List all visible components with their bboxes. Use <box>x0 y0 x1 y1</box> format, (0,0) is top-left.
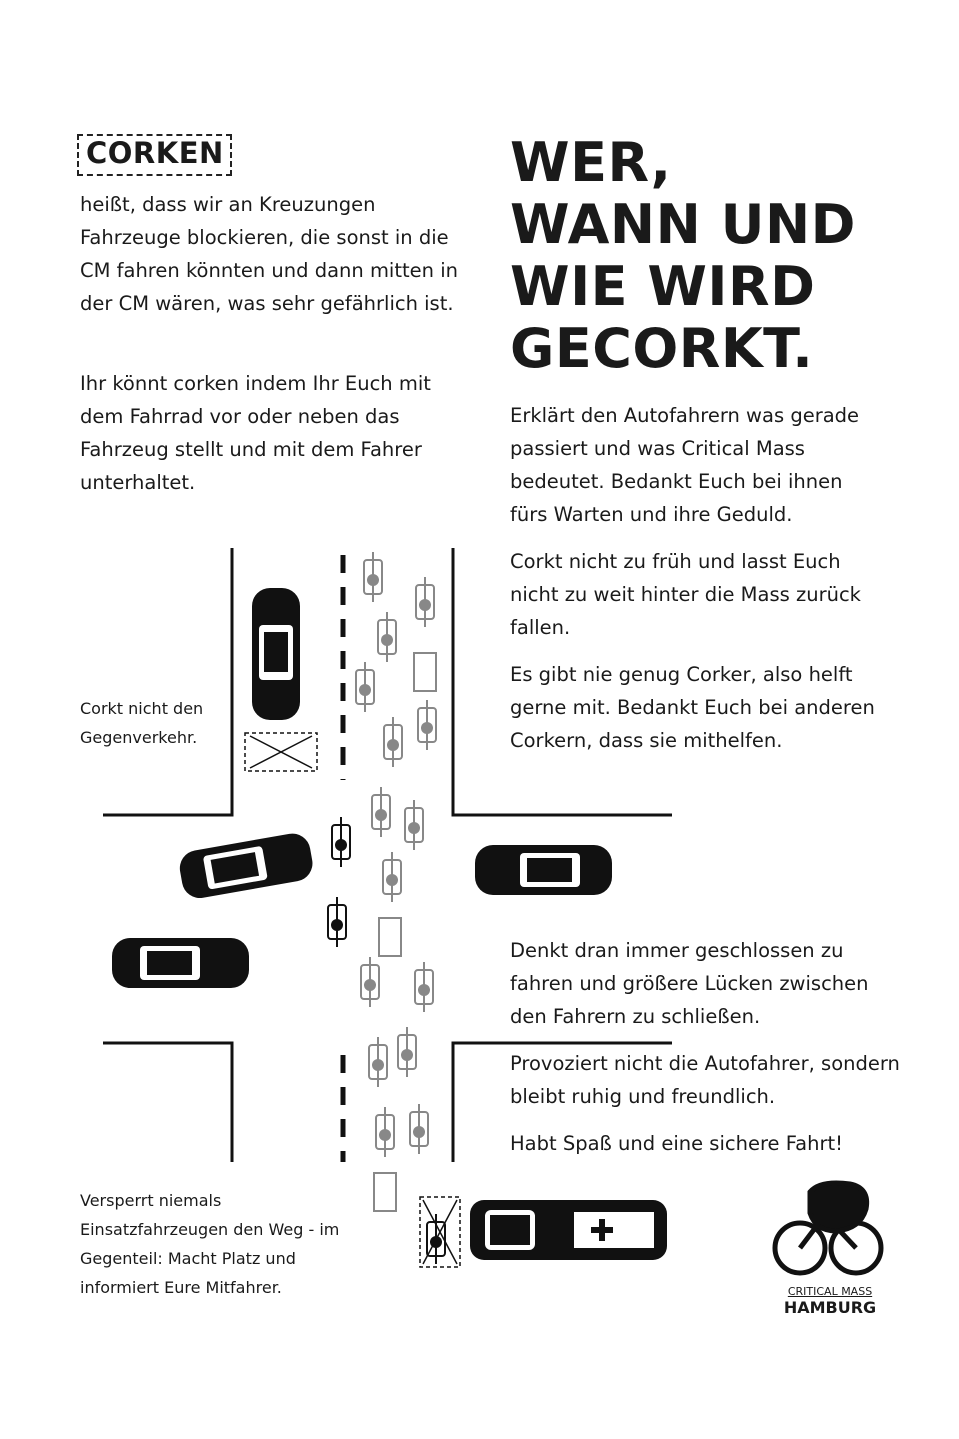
bicycle-icon <box>363 552 383 602</box>
cargo-bike-icon <box>373 1172 397 1212</box>
bicycle-icon <box>368 1037 388 1087</box>
tip-explain: Erklärt den Autofahrern was gerade passi… <box>510 404 860 526</box>
corken-title: CORKEN <box>86 136 224 170</box>
tip-timing: Corkt nicht zu früh und lasst Euch nicht… <box>510 550 861 639</box>
heading-line: GECORKT. <box>510 317 814 380</box>
bicycle-icon <box>327 897 347 947</box>
caption-emergency: Versperrt niemals Einsatzfahrzeugen den … <box>80 1191 340 1297</box>
road-edges <box>103 548 672 1162</box>
bicycle-icon <box>375 1107 395 1157</box>
bicycle-icon <box>331 817 351 867</box>
crossed-bikes <box>244 732 461 1268</box>
bicycle-icon <box>360 957 380 1007</box>
car-right <box>475 845 612 895</box>
bicycle-icon <box>426 1214 446 1264</box>
main-heading: WER, WANN UND WIE WIRD GECORKT. <box>510 132 856 380</box>
bicycle-icon <box>417 700 437 750</box>
car-top <box>252 588 300 720</box>
cargo-bike-icon <box>378 917 402 957</box>
bicycle-icon <box>397 1027 417 1077</box>
heading-line: WANN UND <box>510 193 856 256</box>
corken-dashed-frame <box>77 134 232 176</box>
bicycle-icon <box>382 852 402 902</box>
corken-definition: heißt, dass wir an Kreuzungen Fahrzeuge … <box>80 193 458 315</box>
tip-help: Es gibt nie genug Corker, also helft ger… <box>510 663 875 752</box>
ambulance <box>470 1200 667 1260</box>
bicycle-icon <box>415 577 435 627</box>
cml-logo-icon <box>772 1180 884 1276</box>
bike-group <box>327 552 446 1264</box>
tip-calm: Provoziert nicht die Autofahrer, sondern… <box>510 1052 900 1108</box>
cargo-bike-icon <box>413 652 437 692</box>
corken-how: Ihr könnt corken indem Ihr Euch mit dem … <box>80 372 431 494</box>
car-left-1 <box>179 833 313 899</box>
bicycle-icon <box>377 612 397 662</box>
bicycle-icon <box>414 962 434 1012</box>
heading-line: WER, <box>510 131 672 194</box>
logo-critical-mass: CRITICAL MASS <box>787 1285 873 1298</box>
bicycle-icon <box>355 662 375 712</box>
car-left-2 <box>112 938 249 988</box>
logo-hamburg: HAMBURG <box>783 1298 877 1317</box>
caption-oncoming: Corkt nicht den Gegenverkehr. <box>80 699 204 747</box>
bicycle-icon <box>371 787 391 837</box>
bicycle-icon <box>404 800 424 850</box>
tip-fun: Habt Spaß und eine sichere Fahrt! <box>510 1132 843 1155</box>
tip-closed: Denkt dran immer geschlossen zu fahren u… <box>510 939 869 1028</box>
bicycle-icon <box>409 1104 429 1154</box>
heading-line: WIE WIRD <box>510 255 816 318</box>
bicycle-icon <box>383 717 403 767</box>
